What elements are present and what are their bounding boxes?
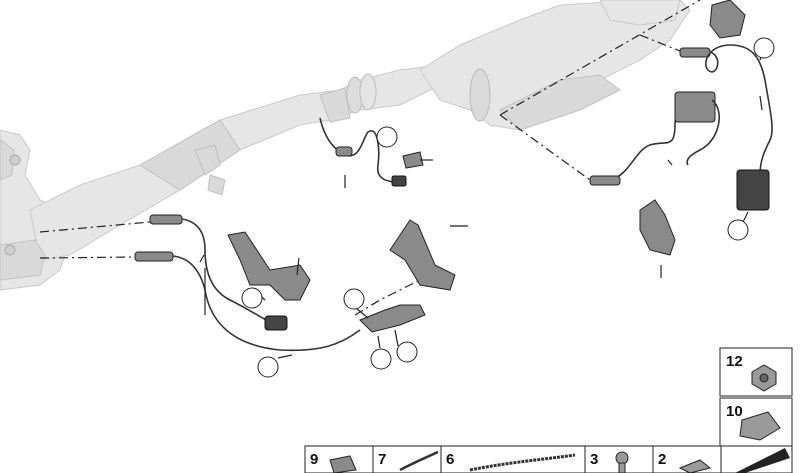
bracket-5: [227, 231, 311, 301]
bracket-15: [639, 199, 676, 256]
sensor-body: [679, 47, 711, 58]
legend-cell-6: [440, 445, 586, 473]
pointer-icon: [735, 448, 790, 473]
bottom-legend: 9 7 6 3 2: [304, 445, 793, 473]
sensor-body: [335, 146, 353, 157]
bolt-icon: [615, 451, 629, 465]
legend-label-2: 2: [658, 451, 666, 468]
holder-2-3: [359, 304, 426, 333]
legend-label-3: 3: [590, 451, 598, 468]
legend-label-12: 12: [726, 353, 743, 370]
control-module: [736, 169, 770, 211]
legend-label-10: 10: [726, 403, 743, 420]
sensor-body: [149, 214, 183, 225]
circled-callouts: [241, 37, 775, 378]
callout-2-circle: [343, 288, 365, 310]
holder-9: [402, 151, 424, 169]
callout-6a-circle: [241, 287, 263, 309]
legend-label-7: 7: [378, 451, 386, 468]
callout-12a-circle: [396, 341, 418, 363]
sensor-body: [134, 251, 174, 262]
sensor-plug: [264, 315, 288, 331]
oxygen-sensor-11: [679, 44, 773, 211]
cable-tie-icon: [469, 453, 576, 472]
callout-6b-circle: [753, 37, 775, 59]
legend-label-9-text: 9: [310, 451, 318, 468]
callout-3-circle: [370, 348, 392, 370]
holder-icon: [329, 455, 357, 473]
sensor-plug: [391, 175, 407, 187]
callout-7-circle: [257, 356, 279, 378]
clip-icon: [678, 459, 712, 473]
cable-icon: [399, 450, 439, 472]
oxygen-sensor-2: [134, 251, 361, 352]
oxygen-sensor-8: [319, 117, 407, 187]
bracket-13: [709, 0, 746, 39]
bracket-14: [389, 219, 456, 291]
oxygen-sensor-1: [149, 214, 288, 331]
side-legend: 12 10: [719, 347, 793, 447]
sensor-body: [589, 175, 621, 186]
clip-nut-icon: [739, 411, 781, 441]
callout-10-circle: [376, 126, 398, 148]
oxygen-sensor-16: [589, 91, 720, 186]
legend-label-6: 6: [446, 451, 454, 468]
callout-12b-circle: [727, 219, 749, 241]
exhaust-assembly: [0, 0, 691, 291]
leader-lines: [199, 53, 763, 359]
front-catalyst: [139, 119, 241, 191]
control-unit: [674, 91, 716, 123]
legend-cell-7: [372, 445, 442, 473]
